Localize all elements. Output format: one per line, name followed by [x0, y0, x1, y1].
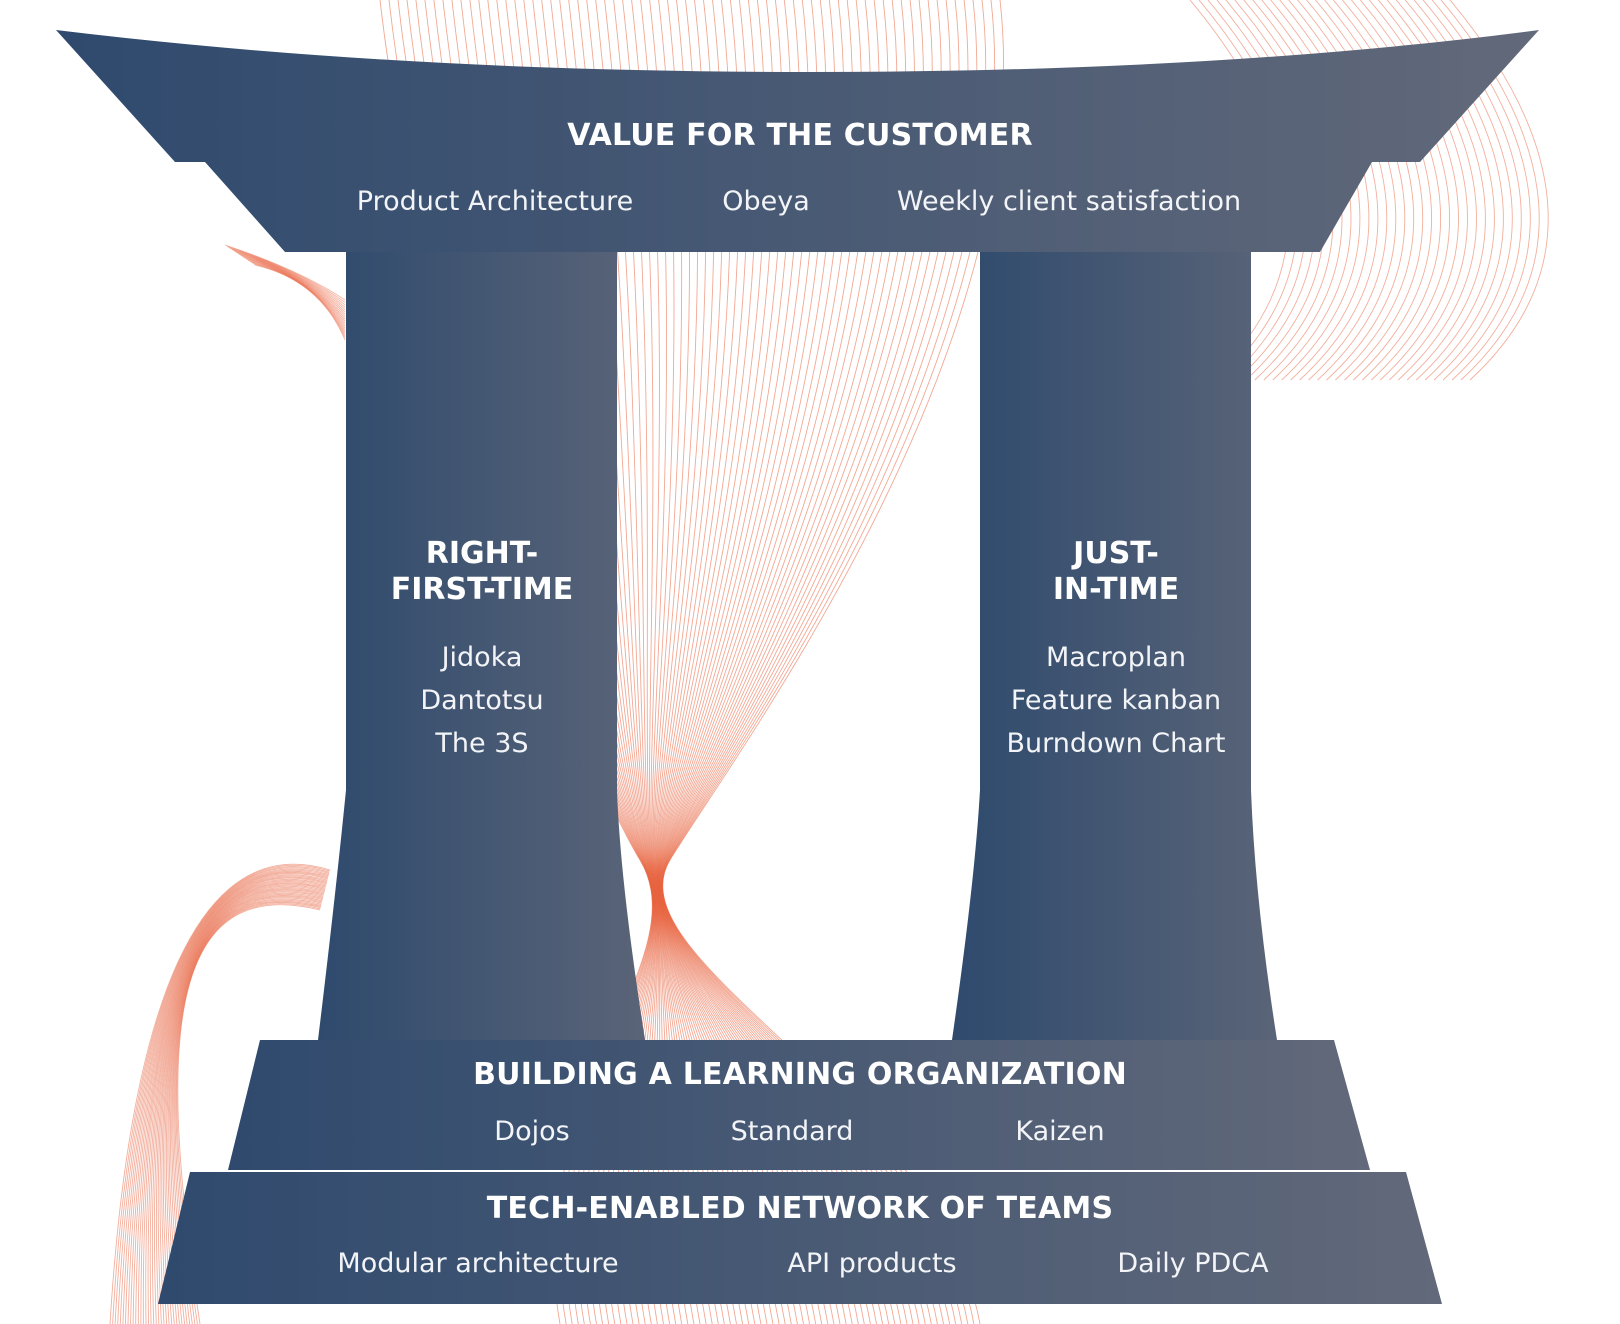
- right-pillar-title-line-2: IN-TIME: [1052, 572, 1180, 607]
- wave-line: [253, 263, 346, 338]
- left-pillar-items: Jidoka Dantotsu The 3S: [420, 636, 543, 765]
- pillar-item: Feature kanban: [1010, 685, 1222, 716]
- wave-line: [233, 250, 346, 313]
- wave-line: [114, 866, 330, 1324]
- foundation-upper-item-kaizen: Kaizen: [1015, 1116, 1105, 1147]
- wave-line: [254, 264, 346, 341]
- wave-line: [151, 883, 326, 1324]
- wave-line: [237, 252, 346, 317]
- wave-line: [226, 245, 346, 303]
- roof-item-obeya: Obeya: [722, 186, 810, 217]
- wave-line: [228, 246, 346, 306]
- wave-line: [112, 865, 330, 1324]
- wave-line: [127, 872, 329, 1324]
- wave-line: [1306, 0, 1406, 381]
- wave-line: [231, 249, 346, 310]
- left-pillar-title: RIGHT- FIRST-TIME: [391, 536, 573, 608]
- wave-line: [122, 869, 329, 1324]
- wave-line: [224, 244, 346, 301]
- left-pillar-title-line-2: FIRST-TIME: [390, 572, 574, 607]
- wave-line: [147, 881, 326, 1324]
- foundation-upper-shape: [228, 1040, 1370, 1170]
- wave-line: [132, 874, 328, 1324]
- foundation-upper-item-standard: Standard: [730, 1116, 854, 1147]
- wave-line: [230, 248, 346, 308]
- wave-line: [149, 882, 326, 1324]
- roof-title: VALUE FOR THE CUSTOMER: [567, 118, 1033, 153]
- wave-line: [244, 257, 346, 327]
- wave-line: [153, 884, 326, 1324]
- wave-line: [247, 259, 346, 331]
- wave-line: [135, 875, 328, 1324]
- roof-item-product-architecture: Product Architecture: [356, 186, 634, 217]
- wave-line: [119, 868, 330, 1324]
- foundation-upper-item-dojos: Dojos: [494, 1116, 570, 1147]
- wave-line: [157, 887, 325, 1324]
- foundation-upper-title: BUILDING A LEARNING ORGANIZATION: [473, 1057, 1127, 1092]
- pillar-item: Burndown Chart: [1006, 728, 1226, 759]
- left-pillar-title-line-1: RIGHT-: [425, 536, 539, 571]
- wave-line: [1261, 0, 1361, 381]
- wave-line: [1297, 0, 1397, 381]
- wave-line: [137, 876, 328, 1324]
- wave-line: [117, 867, 330, 1324]
- wave-line: [235, 251, 346, 315]
- wave-line: [109, 864, 331, 1324]
- wave-line: [246, 258, 346, 329]
- wave-line: [159, 888, 325, 1324]
- foundation-lower-item-daily-pdca: Daily PDCA: [1117, 1248, 1269, 1279]
- foundation-lower-item-modular-architecture: Modular architecture: [337, 1248, 619, 1279]
- pillar-item: Macroplan: [1045, 642, 1187, 673]
- right-pillar: [952, 252, 1277, 1040]
- wave-line: [161, 889, 324, 1324]
- foundation-lower-shape: [158, 1172, 1442, 1304]
- wave-line: [1279, 0, 1379, 381]
- right-pillar-title-line-1: JUST-: [1073, 536, 1159, 571]
- right-pillar-items: Macroplan Feature kanban Burndown Chart: [1006, 636, 1225, 765]
- foundation-lower-title: TECH-ENABLED NETWORK OF TEAMS: [486, 1191, 1114, 1226]
- wave-line: [251, 262, 346, 336]
- foundation-lower-item-api-products: API products: [787, 1248, 957, 1279]
- wave-line: [130, 873, 328, 1324]
- wave-line: [238, 253, 346, 320]
- pillar-item: The 3S: [435, 728, 529, 759]
- roof-shape: [56, 30, 1539, 252]
- pillar-item: Dantotsu: [420, 685, 544, 716]
- wave-line: [240, 255, 346, 322]
- wave-line: [145, 880, 327, 1324]
- pillar-item: Jidoka: [441, 642, 523, 673]
- wave-line: [1270, 0, 1370, 381]
- wave-line: [249, 261, 346, 334]
- left-pillar: [318, 252, 645, 1040]
- wave-line: [140, 877, 327, 1324]
- wave-line: [142, 879, 327, 1324]
- wave-line: [124, 870, 329, 1324]
- roof-item-weekly-client-satisfaction: Weekly client satisfaction: [896, 186, 1242, 217]
- wave-line: [1288, 0, 1388, 381]
- wave-line: [155, 885, 325, 1324]
- right-pillar-title: JUST- IN-TIME: [1053, 536, 1179, 608]
- wave-line: [242, 256, 346, 324]
- wave-line: [1315, 0, 1415, 381]
